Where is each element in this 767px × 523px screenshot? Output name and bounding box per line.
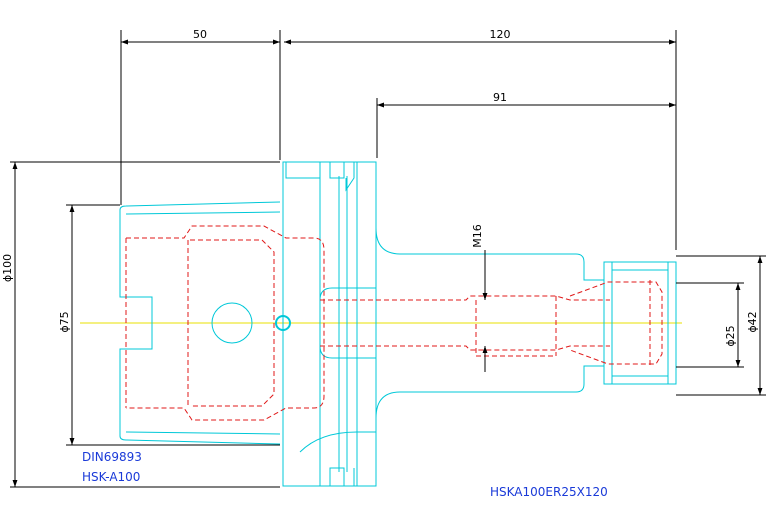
dim-text-phi75: ϕ75 xyxy=(58,311,71,332)
note-part-number: HSKA100ER25X120 xyxy=(490,485,608,499)
dim-text-m16: M16 xyxy=(471,224,484,248)
shank-outline xyxy=(375,227,676,419)
flange-keyway-bottom xyxy=(299,431,376,453)
dim-text-50: 50 xyxy=(193,28,207,41)
dim-text-phi100: ϕ100 xyxy=(1,254,14,282)
drive-hole xyxy=(211,302,253,344)
dimensions xyxy=(10,30,766,488)
taper-cavity xyxy=(125,225,325,421)
hsk-taper-outline xyxy=(119,201,281,445)
flange-outline xyxy=(282,161,377,487)
collet-nut xyxy=(603,261,677,385)
dim-text-120: 120 xyxy=(490,28,511,41)
drawing-notes: DIN69893 HSK-A100 HSKA100ER25X120 xyxy=(82,450,608,499)
note-interface: HSK-A100 xyxy=(82,470,140,484)
flange-groove-bottom xyxy=(329,467,355,486)
dim-text-91: 91 xyxy=(493,91,507,104)
hidden-lines xyxy=(125,225,663,421)
taper-inner-bottom xyxy=(125,431,281,435)
flange-keyway-top xyxy=(285,162,320,179)
dimension-labels: 50 120 91 ϕ100 ϕ75 M16 ϕ42 ϕ25 xyxy=(1,28,759,347)
note-standard: DIN69893 xyxy=(82,450,142,464)
collet-cone xyxy=(569,281,663,365)
coolant-bore xyxy=(376,295,610,351)
taper-inner-top xyxy=(125,211,281,215)
tool-holder-outline xyxy=(119,161,677,487)
flange-groove-top xyxy=(329,162,355,192)
dim-text-phi25: ϕ25 xyxy=(724,325,737,346)
dim-text-phi42: ϕ42 xyxy=(746,311,759,332)
flange-bore xyxy=(320,299,376,347)
thread-bore xyxy=(475,296,557,357)
taper-cavity-inner xyxy=(187,239,275,407)
